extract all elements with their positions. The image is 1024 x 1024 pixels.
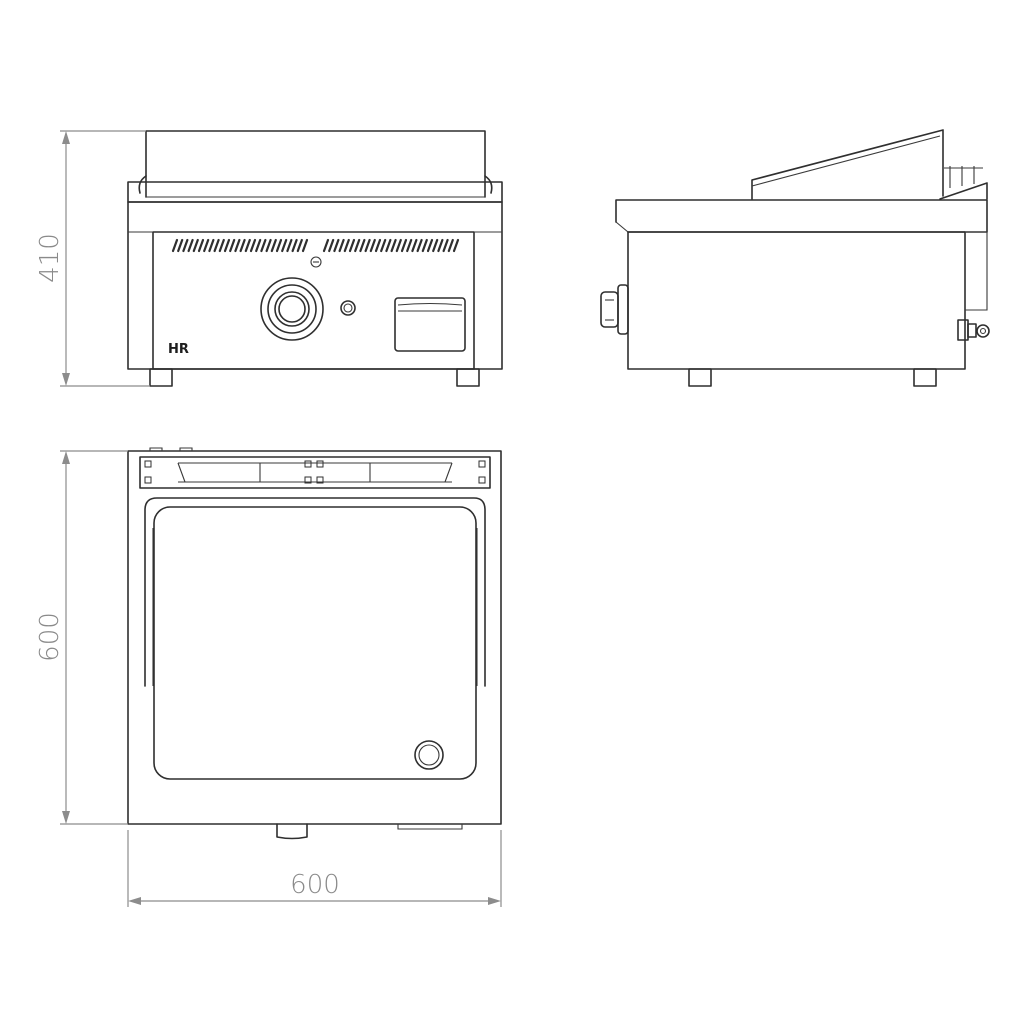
vent-slot xyxy=(442,238,449,253)
vent-slot xyxy=(229,238,236,253)
brand-logo: HR xyxy=(168,342,189,357)
front-left-foot xyxy=(149,368,173,387)
vent-slot xyxy=(177,238,184,253)
vent-slot xyxy=(359,238,366,253)
side-view xyxy=(600,129,990,387)
vent-slot xyxy=(208,238,215,253)
bolt-icon xyxy=(144,460,152,468)
dimension-height-label: 410 xyxy=(35,233,65,283)
vent-slot xyxy=(171,238,179,253)
vent-slot xyxy=(260,238,267,253)
vent-slot xyxy=(416,238,423,253)
vent-slot xyxy=(354,238,361,253)
side-body xyxy=(627,231,966,370)
side-knob-icon xyxy=(600,284,629,335)
side-splash-guard xyxy=(751,129,944,200)
vent-slot xyxy=(197,238,205,253)
vent-slot xyxy=(374,238,382,253)
top-view xyxy=(127,447,502,840)
top-knob-protrusion xyxy=(276,823,308,840)
vent-slot xyxy=(328,238,335,253)
side-left-foot xyxy=(688,368,712,387)
top-rear-strip xyxy=(139,456,491,489)
vent-slot xyxy=(296,238,303,253)
vent-slot xyxy=(291,238,298,253)
bolt-icon xyxy=(478,460,486,468)
bolt-icon xyxy=(304,460,312,468)
vent-slot xyxy=(270,238,277,253)
vent-slot xyxy=(234,238,241,253)
top-tray-protrusion xyxy=(397,824,463,830)
vent-slot xyxy=(400,238,408,253)
front-right-foot xyxy=(456,368,480,387)
bolt-icon xyxy=(478,476,486,484)
top-outer-frame xyxy=(127,450,502,825)
pilot-light-icon xyxy=(340,300,356,316)
vent-slot xyxy=(380,238,387,253)
bolt-icon xyxy=(144,476,152,484)
front-vent-slots xyxy=(171,238,460,253)
side-top-plate xyxy=(615,199,988,233)
vent-slot xyxy=(338,238,345,253)
vent-slot xyxy=(213,238,220,253)
top-rear-bolts xyxy=(144,460,486,484)
top-left-handle xyxy=(144,497,486,687)
vent-slot xyxy=(286,238,293,253)
vent-slot xyxy=(385,238,392,253)
side-rear-rail xyxy=(939,182,988,200)
dimension-width-label: 600 xyxy=(290,870,340,900)
vent-slot xyxy=(244,238,251,253)
vent-slot xyxy=(364,238,371,253)
vent-slot xyxy=(239,238,246,253)
vent-slot xyxy=(182,238,189,253)
vent-slot xyxy=(452,238,460,253)
vent-slot xyxy=(192,238,199,253)
gas-connector-icon xyxy=(957,319,990,341)
front-splash-guard xyxy=(145,130,486,198)
vent-slot xyxy=(411,238,418,253)
bolt-icon xyxy=(304,476,312,484)
vent-slot xyxy=(203,238,210,253)
vent-slot xyxy=(447,238,454,253)
dimension-width: 600 xyxy=(127,830,502,907)
vent-slot xyxy=(343,238,350,253)
drip-tray xyxy=(394,297,466,352)
vent-slot xyxy=(301,238,309,253)
vent-slot xyxy=(369,238,376,253)
vent-slot xyxy=(218,238,225,253)
bolt-icon xyxy=(316,476,324,484)
front-control-panel xyxy=(152,231,475,370)
vent-slot xyxy=(275,238,283,253)
dimension-depth-label: 600 xyxy=(35,612,65,662)
vent-slot xyxy=(406,238,413,253)
dimension-height: 410 xyxy=(35,130,150,387)
vent-slot xyxy=(426,238,434,253)
vent-slot xyxy=(322,238,330,253)
side-right-foot xyxy=(913,368,937,387)
vent-slot xyxy=(348,238,356,253)
front-view: HR xyxy=(127,130,503,387)
vent-slot xyxy=(255,238,262,253)
front-screw-icon xyxy=(310,256,322,268)
vent-slot xyxy=(265,238,272,253)
top-cooking-plate xyxy=(153,506,477,780)
control-knob-icon xyxy=(260,277,324,341)
front-right-handle xyxy=(484,175,493,194)
vent-slot xyxy=(249,238,257,253)
drain-hole-icon xyxy=(414,740,444,770)
vent-slot xyxy=(333,238,340,253)
vent-slot xyxy=(223,238,231,253)
vent-slot xyxy=(421,238,428,253)
front-left-handle xyxy=(138,175,147,194)
dimension-depth: 600 xyxy=(35,450,128,825)
vent-slot xyxy=(432,238,439,253)
front-top-ledge xyxy=(127,181,503,203)
vent-slot xyxy=(281,238,288,253)
bolt-icon xyxy=(316,460,324,468)
vent-slot xyxy=(395,238,402,253)
vent-slot xyxy=(390,238,397,253)
vent-slot xyxy=(187,238,194,253)
vent-slot xyxy=(437,238,444,253)
